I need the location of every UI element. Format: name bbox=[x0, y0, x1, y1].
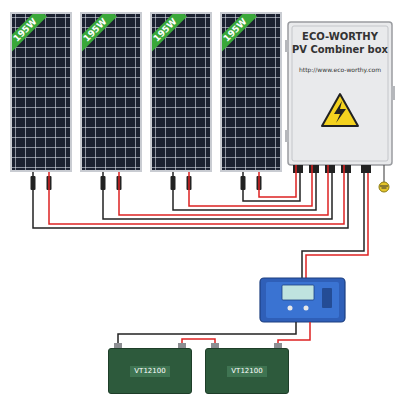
battery-wire bbox=[118, 322, 296, 344]
battery: VT12100 bbox=[108, 348, 192, 394]
controller-face bbox=[266, 282, 339, 318]
usb-port bbox=[322, 288, 332, 308]
panel-cable bbox=[103, 165, 332, 219]
series-link bbox=[182, 339, 215, 344]
solar-panel: 195W bbox=[10, 12, 72, 172]
hinge bbox=[285, 40, 289, 52]
combiner-housing bbox=[288, 22, 392, 165]
combiner-box: ECO-WORTHYPV Combiner box http://www.eco-… bbox=[288, 22, 392, 165]
latch bbox=[391, 86, 395, 100]
ground-symbol bbox=[379, 182, 389, 192]
panel-cable bbox=[33, 165, 348, 228]
cable bbox=[103, 165, 332, 219]
combiner-lid bbox=[292, 26, 388, 161]
box-label: ECO-WORTHY bbox=[302, 30, 378, 43]
battery-wire bbox=[278, 322, 310, 344]
solar-panel: 195W bbox=[150, 12, 212, 172]
ground-symbol bbox=[380, 186, 388, 187]
button bbox=[304, 306, 309, 311]
battery-label: VT12100 bbox=[227, 366, 266, 377]
cable bbox=[119, 165, 328, 215]
lcd-screen bbox=[282, 285, 314, 300]
box-label: PV Combiner box bbox=[292, 43, 388, 56]
cable bbox=[49, 165, 344, 224]
hinge bbox=[285, 130, 289, 142]
cable bbox=[33, 165, 348, 228]
mc4-connectors bbox=[31, 176, 262, 190]
solar-panel: 195W bbox=[80, 12, 142, 172]
battery: VT12100 bbox=[205, 348, 289, 394]
button bbox=[288, 306, 293, 311]
warning-triangle bbox=[322, 94, 358, 126]
cable-gland bbox=[309, 165, 319, 173]
battery-label: VT12100 bbox=[130, 366, 169, 377]
wattage-ribbon: 195W bbox=[220, 12, 257, 52]
lightning-bolt bbox=[334, 101, 346, 123]
ground-wire bbox=[383, 165, 384, 182]
wattage-ribbon: 195W bbox=[80, 12, 117, 52]
solar-panel: 195W bbox=[220, 12, 282, 172]
box-label: http://www.eco-worthy.com bbox=[299, 66, 381, 74]
wattage-ribbon: 195W bbox=[150, 12, 187, 52]
wattage-ribbon: 195W bbox=[10, 12, 47, 52]
cable-gland bbox=[293, 165, 303, 173]
ground-symbol bbox=[382, 188, 387, 189]
cable-gland bbox=[361, 165, 371, 173]
cable-gland bbox=[325, 165, 335, 173]
cable-gland bbox=[341, 165, 351, 173]
charge-controller bbox=[260, 278, 345, 322]
